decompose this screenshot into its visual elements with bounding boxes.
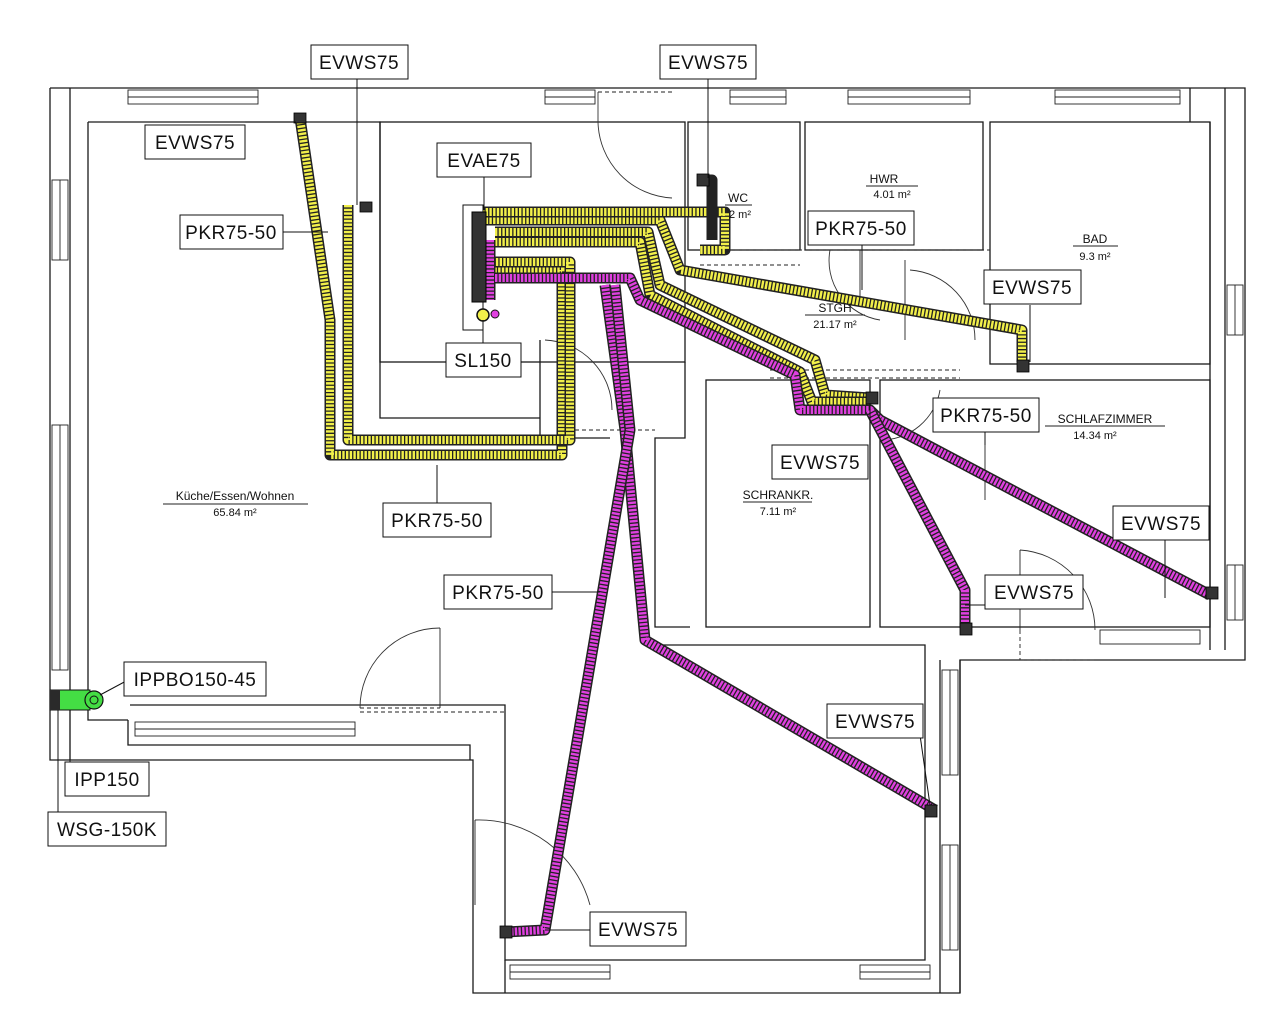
tag-evws-bad-text: EVWS75: [992, 278, 1072, 299]
tag-pkr-mid: PKR75-50: [443, 574, 553, 610]
tag-evws-schrank: EVWS75: [771, 444, 869, 480]
tag-evws-top-left: EVWS75: [310, 44, 409, 80]
room-name-hwr: HWR: [870, 172, 899, 186]
leader-lines: [57, 77, 1166, 931]
tag-evws-door-text: EVWS75: [994, 583, 1074, 604]
outlets: [293, 112, 1219, 939]
tag-evws-schrank-text: EVWS75: [780, 453, 860, 474]
room-name-kueche: Küche/Essen/Wohnen: [176, 489, 295, 503]
outdoor-air-inlet: [49, 689, 104, 711]
room-area-schrankr: 7.11 m²: [760, 506, 797, 518]
tag-evws-left-text: EVWS75: [155, 133, 235, 154]
tag-pkr-mid-text: PKR75-50: [452, 583, 544, 604]
room-labels: Küche/Essen/Wohnen 65.84 m² HWR 4.01 m² …: [163, 172, 1165, 519]
room-name-schrankr: SCHRANKR.: [743, 488, 814, 502]
tag-evws-top-mid-text: EVWS75: [668, 53, 748, 74]
room-name-bad: BAD: [1083, 232, 1108, 246]
component-tags: EVWS75 EVWS75 EVWS75 EVAE75 PKR75-50 PKR…: [47, 44, 1210, 947]
tag-pkr-schlaf-text: PKR75-50: [940, 406, 1032, 427]
extract-ducts: [484, 240, 1213, 938]
tag-evws-lower-room: EVWS75: [826, 703, 924, 739]
walls: [49, 87, 1246, 994]
tag-ippbo: IPPBO150-45: [123, 661, 267, 697]
tag-evws-bottom: EVWS75: [589, 911, 687, 947]
distribution-box: [462, 204, 500, 331]
tag-wsg: WSG-150K: [47, 811, 167, 847]
tag-pkr-bottom-text: PKR75-50: [391, 511, 483, 532]
tag-pkr-hwr-text: PKR75-50: [815, 219, 907, 240]
tag-evws-left: EVWS75: [144, 124, 246, 160]
room-name-wc: WC: [728, 191, 748, 205]
room-area-wc: 2 m²: [729, 209, 751, 221]
tag-sl150-text: SL150: [454, 351, 511, 372]
tag-pkr-schlaf: PKR75-50: [932, 397, 1040, 433]
tag-evws-right-text: EVWS75: [1121, 514, 1201, 535]
tag-ippbo-text: IPPBO150-45: [134, 670, 257, 691]
tag-pkr-left-text: PKR75-50: [185, 223, 277, 244]
tag-wsg-text: WSG-150K: [57, 820, 157, 841]
room-name-schlafzimmer: SCHLAFZIMMER: [1058, 412, 1153, 426]
room-area-bad: 9.3 m²: [1079, 251, 1111, 263]
room-area-schlafzimmer: 14.34 m²: [1073, 430, 1117, 442]
tag-ipp-text: IPP150: [74, 770, 139, 791]
tag-evws-door: EVWS75: [984, 574, 1084, 610]
tag-pkr-left: PKR75-50: [179, 214, 284, 250]
tag-evws-top-mid: EVWS75: [659, 44, 757, 80]
room-area-hwr: 4.01 m²: [873, 189, 911, 201]
doors: [359, 91, 1096, 906]
tag-pkr-bottom: PKR75-50: [382, 502, 492, 538]
tag-evws-bottom-text: EVWS75: [598, 920, 678, 941]
room-area-stgh: 21.17 m²: [813, 319, 857, 331]
tag-evws-bad: EVWS75: [983, 269, 1082, 305]
tag-ipp: IPP150: [64, 761, 150, 797]
tag-evws-top-left-text: EVWS75: [319, 53, 399, 74]
tag-evae-text: EVAE75: [447, 151, 520, 172]
supply-ducts: [294, 117, 1028, 461]
tag-evws-lower-room-text: EVWS75: [835, 712, 915, 733]
room-name-stgh: STGH: [818, 301, 851, 315]
tag-evae: EVAE75: [436, 142, 532, 178]
tag-sl150: SL150: [445, 342, 522, 378]
room-area-kueche: 65.84 m²: [213, 507, 257, 519]
tag-pkr-hwr: PKR75-50: [807, 210, 915, 246]
tag-evws-right: EVWS75: [1112, 505, 1210, 541]
windows: [51, 89, 1244, 980]
